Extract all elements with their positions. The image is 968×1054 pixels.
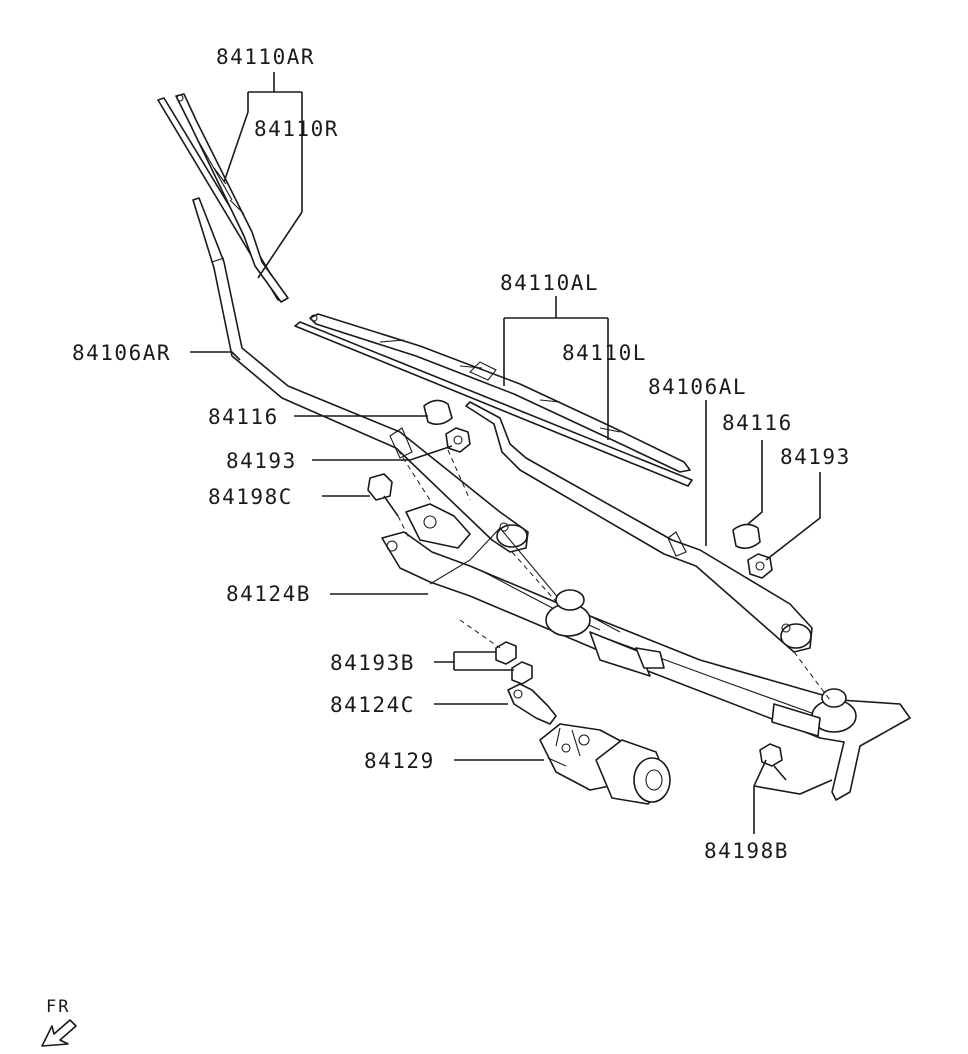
- pivot-cap-right[interactable]: [423, 399, 453, 426]
- label-84129: 84129: [364, 749, 435, 773]
- label-84106AR: 84106AR: [72, 341, 171, 365]
- label-84193-left: 84193: [780, 445, 851, 469]
- wiper-blade-right[interactable]: [157, 93, 289, 303]
- nut-84193b[interactable]: [495, 641, 533, 685]
- bolt-84198c[interactable]: [367, 473, 399, 517]
- wiper-motor[interactable]: [539, 723, 671, 805]
- label-84110AR: 84110AR: [216, 45, 315, 69]
- wiper-linkage-assembly[interactable]: [381, 503, 911, 801]
- assembly-lines: [397, 449, 831, 701]
- leader-lines: [190, 72, 833, 834]
- label-84106AL: 84106AL: [648, 375, 747, 399]
- label-84110AL: 84110AL: [500, 271, 599, 295]
- wiper-blade-left[interactable]: [294, 313, 693, 487]
- front-indicator: FR: [41, 997, 77, 1047]
- bolt-84198b[interactable]: [759, 743, 787, 781]
- label-84110L: 84110L: [562, 341, 647, 365]
- pivot-cap-left[interactable]: [732, 523, 761, 550]
- label-84110R: 84110R: [254, 117, 339, 141]
- label-84116-right: 84116: [208, 405, 279, 429]
- wiper-arm-left[interactable]: [465, 401, 813, 653]
- label-84198B: 84198B: [704, 839, 789, 863]
- label-84193-right: 84193: [226, 449, 297, 473]
- label-84198C: 84198C: [208, 485, 293, 509]
- pivot-nut-right[interactable]: [445, 427, 471, 453]
- crank-arm[interactable]: [507, 683, 557, 725]
- wiper-arm-right[interactable]: [192, 197, 529, 553]
- label-84124C: 84124C: [330, 693, 415, 717]
- label-84116-left: 84116: [722, 411, 793, 435]
- front-arrow-icon: [41, 1019, 77, 1047]
- label-84193B: 84193B: [330, 651, 415, 675]
- label-84124B: 84124B: [226, 582, 311, 606]
- front-indicator-label: FR: [46, 997, 70, 1017]
